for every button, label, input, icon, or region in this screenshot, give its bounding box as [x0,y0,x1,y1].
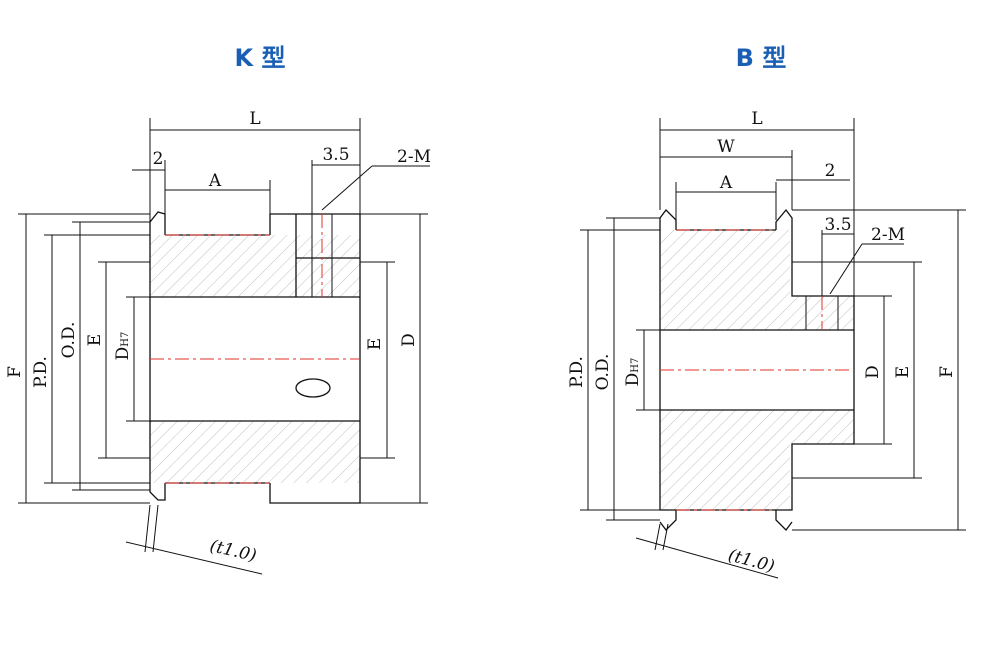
b-dim-D: D [863,365,883,379]
b-dimension-lines [580,118,966,579]
k-type-title: K 型 [234,44,286,72]
k-dim-E-left: E [85,334,105,346]
k-dim-3-5: 3.5 [322,145,349,165]
b-dim-A: A [719,173,733,193]
k-dim-D-right: D [399,333,419,347]
k-body-outline [149,211,361,504]
k-dim-2: 2 [153,149,164,169]
k-dim-t: (t1.0) [208,536,258,566]
b-dim-PD: P.D. [567,356,587,388]
k-dimension-lines [18,118,430,575]
b-type-drawing: L W A 2 3.5 2-M P.D. O.D. DH7 D E F (t1.… [567,109,966,579]
b-dim-F: F [937,366,957,378]
b-dim-2-m: 2-M [871,225,905,245]
k-hub-hatch-top [150,235,360,297]
k-set-screw-hole [295,378,331,398]
k-dim-L: L [249,109,260,129]
b-dim-OD: O.D. [593,354,613,391]
b-dim-DH7: DH7 [623,358,643,387]
b-type-title: B 型 [735,44,787,72]
b-dim-3-5: 3.5 [824,215,851,235]
k-hub-hatch-bottom [150,421,360,483]
b-dim-t: (t1.0) [726,545,777,577]
b-dim-E: E [893,366,913,378]
k-type-drawing: L 2 A 3.5 2-M F P.D. O.D. E DH7 E D (t1.… [5,109,431,575]
k-dim-DH7: DH7 [113,332,133,361]
b-hub-hatch-bottom [660,410,790,510]
b-dim-W: W [717,137,735,157]
k-dim-OD: O.D. [59,322,79,359]
b-dim-L: L [751,109,762,129]
k-dim-PD: P.D. [31,356,51,388]
k-dim-2-m: 2-M [397,147,431,167]
b-dim-2: 2 [825,161,836,181]
k-dim-F: F [5,366,25,378]
b-hub-hatch-top [660,230,790,330]
k-dim-A: A [208,171,222,191]
k-dim-E-right: E [365,338,385,350]
